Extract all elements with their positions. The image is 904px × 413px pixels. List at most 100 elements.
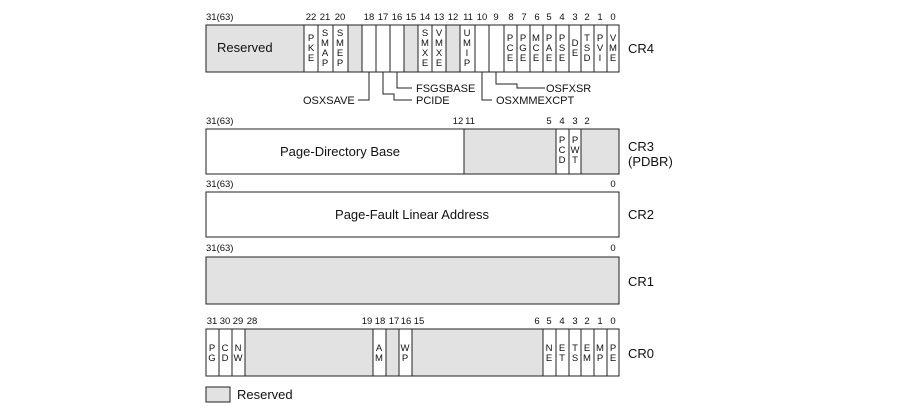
- svg-text:S: S: [337, 28, 343, 39]
- cr0-register-name: CR0: [628, 346, 654, 361]
- cr4-bit-31-63: 31(63): [206, 12, 233, 23]
- cr0-em-label: E M: [583, 343, 591, 364]
- svg-text:W: W: [401, 343, 410, 354]
- cr0-bit-4: 4: [559, 316, 564, 327]
- svg-text:P: P: [520, 33, 526, 44]
- cr4-bit-17: 17: [378, 12, 389, 23]
- svg-text:E: E: [436, 58, 442, 69]
- osxsave-leader: [358, 72, 370, 101]
- cr0-bits-28-19-reserved-cell: [244, 328, 374, 377]
- svg-text:E: E: [584, 343, 590, 354]
- svg-text:M: M: [421, 38, 429, 49]
- osxmmexcpt-label: OSXMMEXCPT: [496, 95, 575, 107]
- cr4-bit-20: 20: [335, 12, 346, 23]
- cr4-callout-lines: [358, 72, 545, 101]
- svg-text:M: M: [609, 43, 617, 54]
- svg-text:P: P: [559, 33, 565, 44]
- svg-text:P: P: [597, 33, 603, 44]
- cr4-register-name: CR4: [628, 41, 654, 56]
- cr0-bit-16: 16: [401, 316, 412, 327]
- svg-text:E: E: [546, 53, 552, 64]
- cr0-cd-label: C D: [222, 343, 229, 364]
- svg-text:P: P: [209, 343, 215, 354]
- svg-text:E: E: [337, 48, 343, 59]
- svg-text:P: P: [546, 33, 552, 44]
- svg-text:M: M: [375, 353, 383, 364]
- svg-text:M: M: [336, 38, 344, 49]
- cr4-register: 31(63) 22 21 20 18 17 16 15 14 13 12 11 …: [205, 12, 654, 107]
- cr4-bit-6: 6: [534, 12, 539, 23]
- cr4-bit-0: 0: [610, 12, 615, 23]
- legend-reserved-label: Reserved: [237, 387, 293, 402]
- svg-text:S: S: [584, 43, 590, 54]
- cr4-bit-14: 14: [420, 12, 431, 23]
- svg-text:P: P: [572, 135, 578, 146]
- cr3-bit-4: 4: [559, 116, 564, 127]
- cr0-et-label: E T: [559, 343, 565, 364]
- svg-text:D: D: [222, 353, 229, 364]
- svg-text:P: P: [402, 353, 408, 364]
- svg-text:E: E: [533, 53, 539, 64]
- cr0-nw-label: N W: [234, 343, 243, 364]
- cr2-register-name: CR2: [628, 207, 654, 222]
- svg-text:M: M: [596, 343, 604, 354]
- cr4-vmxe-label: V M X E: [435, 28, 443, 69]
- svg-text:G: G: [208, 353, 215, 364]
- svg-text:C: C: [559, 145, 566, 156]
- cr2-bit-31-63: 31(63): [206, 179, 233, 190]
- cr4-bit-4: 4: [559, 12, 564, 23]
- cr0-bit-28: 28: [247, 316, 258, 327]
- svg-text:M: M: [321, 38, 329, 49]
- cr0-bit-31: 31: [207, 316, 218, 327]
- cr3-page-directory-base-cell: [205, 128, 465, 175]
- cr4-smap-label: S M A P: [321, 28, 329, 69]
- svg-text:P: P: [507, 33, 513, 44]
- pcide-label: PCIDE: [416, 95, 450, 107]
- svg-text:C: C: [222, 343, 229, 354]
- svg-text:C: C: [533, 43, 540, 54]
- svg-text:D: D: [572, 38, 579, 49]
- cr4-bit-1: 1: [597, 12, 602, 23]
- cr0-bit17-reserved-cell: [385, 328, 400, 377]
- cr4-bit-22: 22: [306, 12, 317, 23]
- cr4-pae-label: P A E: [546, 33, 553, 64]
- cr3-register-name: CR3: [628, 139, 654, 154]
- cr4-pse-label: P S E: [559, 33, 565, 64]
- cr4-reserved-label: Reserved: [217, 40, 273, 55]
- cr2-page-fault-address-label: Page-Fault Linear Address: [335, 207, 489, 222]
- cr3-bit-5: 5: [546, 116, 551, 127]
- cr3-bit-2: 2: [584, 116, 589, 127]
- svg-text:M: M: [583, 353, 591, 364]
- cr0-bit-1: 1: [597, 316, 602, 327]
- svg-text:W: W: [234, 353, 243, 364]
- svg-text:E: E: [559, 343, 565, 354]
- cr4-bit19-reserved-cell: [347, 24, 363, 73]
- cr4-bit-18: 18: [364, 12, 375, 23]
- legend: Reserved: [205, 386, 293, 403]
- cr3-bit-11: 11: [465, 116, 475, 127]
- svg-text:P: P: [322, 58, 328, 69]
- svg-text:I: I: [466, 48, 469, 59]
- svg-text:E: E: [610, 353, 616, 364]
- svg-text:P: P: [597, 353, 603, 364]
- osfxsr-label: OSFXSR: [546, 83, 591, 95]
- cr3-bit-3: 3: [572, 116, 577, 127]
- svg-text:A: A: [546, 43, 553, 54]
- svg-text:E: E: [308, 53, 314, 64]
- svg-text:S: S: [559, 43, 565, 54]
- fsgsbase-leader: [396, 72, 412, 89]
- cr4-bit-3: 3: [572, 12, 577, 23]
- cr0-bit-17: 17: [389, 316, 400, 327]
- svg-text:M: M: [463, 38, 471, 49]
- cr3-register-subname: (PDBR): [628, 154, 673, 169]
- cr4-bit-12: 12: [448, 12, 459, 23]
- cr0-am-label: A M: [375, 343, 383, 364]
- cr0-ne-label: N E: [546, 343, 553, 364]
- svg-text:M: M: [532, 33, 540, 44]
- cr0-mp-label: M P: [596, 343, 604, 364]
- cr4-bit-16: 16: [392, 12, 403, 23]
- cr4-de-label: D E: [572, 38, 579, 59]
- svg-text:W: W: [571, 145, 580, 156]
- cr0-bit-5: 5: [546, 316, 551, 327]
- svg-text:N: N: [546, 343, 553, 354]
